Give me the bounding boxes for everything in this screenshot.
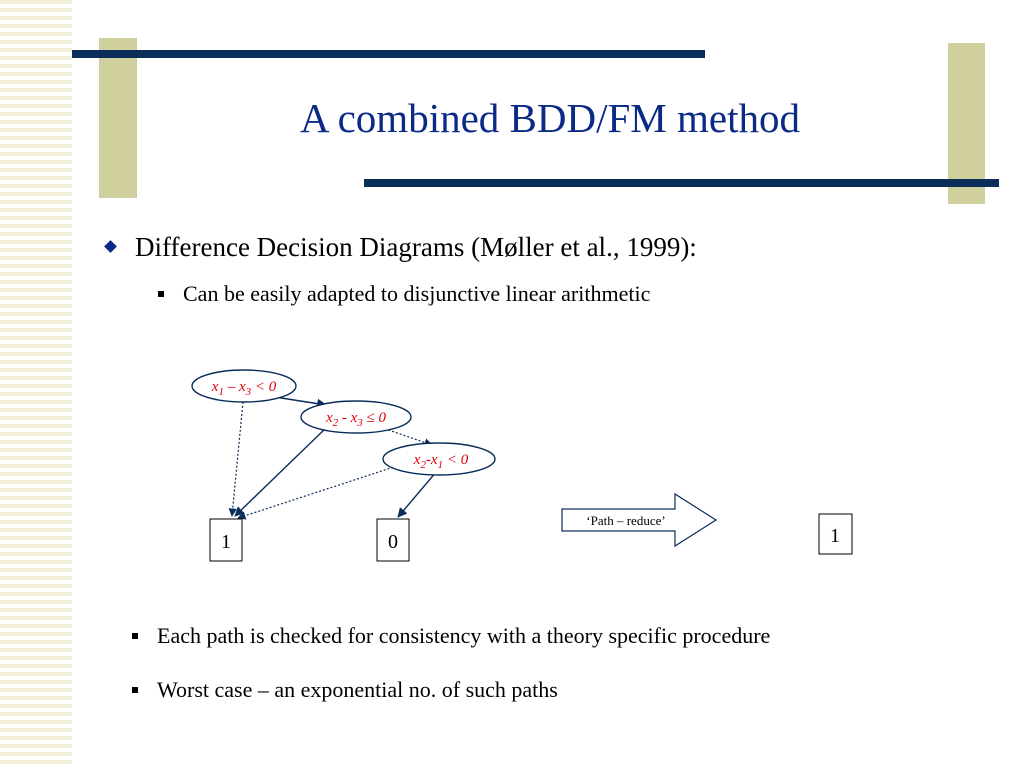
deco-bar-bottom <box>364 179 999 187</box>
square-bullet-icon <box>158 291 164 297</box>
result-terminal: 1 <box>818 513 853 555</box>
dd-node-2: x2 - x3 ≤ 0 <box>300 400 412 434</box>
sub-bullet-2-text: Each path is checked for consistency wit… <box>157 623 771 648</box>
svg-text:1: 1 <box>830 525 840 547</box>
deco-bar-top <box>72 50 705 58</box>
square-bullet-icon <box>132 633 138 639</box>
dd-node-3: x2-x1 < 0 <box>382 442 496 476</box>
svg-text:‘Path – reduce’: ‘Path – reduce’ <box>586 513 665 528</box>
svg-text:x2 - x3 ≤ 0: x2 - x3 ≤ 0 <box>325 410 387 429</box>
svg-text:x2-x1 < 0: x2-x1 < 0 <box>413 452 469 471</box>
sub-bullet-3-text: Worst case – an exponential no. of such … <box>157 677 558 702</box>
slide-title: A combined BDD/FM method <box>300 95 800 141</box>
svg-text:x1 – x3 < 0: x1 – x3 < 0 <box>211 379 277 398</box>
edge-n1-term1 <box>228 401 244 517</box>
deco-box-right <box>948 43 985 204</box>
svg-text:1: 1 <box>221 531 231 553</box>
edge-n2-term1 <box>234 426 328 517</box>
bullet-main-text: Difference Decision Diagrams (Møller et … <box>135 232 697 262</box>
sub-bullet-2: Each path is checked for consistency wit… <box>132 623 770 649</box>
deco-box-left <box>99 38 137 198</box>
sub-bullet-1: Can be easily adapted to disjunctive lin… <box>158 281 650 307</box>
svg-text:0: 0 <box>388 531 398 553</box>
square-bullet-icon <box>132 687 138 693</box>
edge-n3-term1 <box>237 465 398 520</box>
terminal-one: 1 <box>209 518 243 562</box>
dd-node-1: x1 – x3 < 0 <box>191 369 297 403</box>
path-reduce-arrow: ‘Path – reduce’ <box>561 492 718 548</box>
left-stripe-pattern <box>0 0 72 768</box>
sub-bullet-3: Worst case – an exponential no. of such … <box>132 677 558 703</box>
edge-n3-term0 <box>397 470 438 518</box>
bullet-main: Difference Decision Diagrams (Møller et … <box>104 232 697 263</box>
terminal-zero: 0 <box>376 518 410 562</box>
sub-bullet-1-text: Can be easily adapted to disjunctive lin… <box>183 281 651 306</box>
